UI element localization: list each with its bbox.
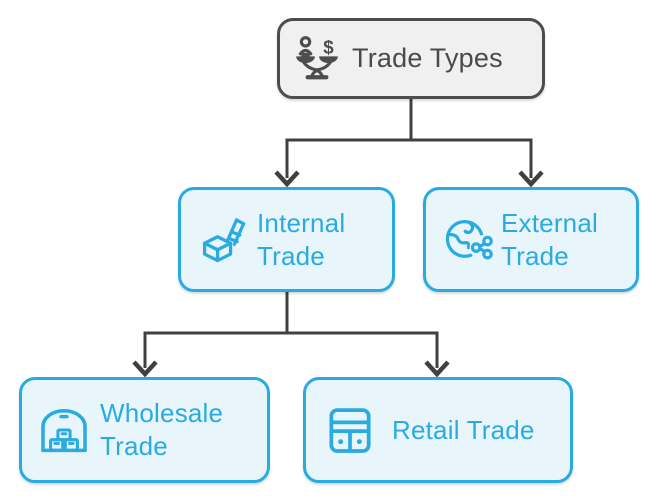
node-label: Internal Trade [257, 207, 346, 271]
node-label: Trade Types [352, 43, 503, 73]
svg-text:$: $ [323, 36, 334, 57]
edge-internal-branches [143, 331, 439, 368]
node-trade-types: $ Trade Types [277, 18, 545, 99]
warehouse-icon [36, 402, 92, 458]
arrowhead-external [518, 170, 544, 188]
node-label: Wholesale Trade [100, 398, 224, 461]
cash-register-icon [322, 402, 378, 458]
arrowhead-internal [274, 170, 300, 188]
node-wholesale-trade: Wholesale Trade [19, 377, 270, 483]
node-label: External Trade [501, 207, 598, 271]
arrowhead-wholesale [132, 360, 158, 378]
node-internal-trade: Internal Trade [178, 187, 395, 292]
globe-network-icon [442, 214, 494, 266]
node-retail-trade: Retail Trade [303, 377, 573, 483]
node-external-trade: External Trade [423, 187, 639, 292]
node-label: Retail Trade [392, 414, 535, 445]
balance-scale-icon: $ [292, 34, 342, 84]
edge-root-branches [285, 138, 533, 178]
arrowhead-retail [424, 360, 450, 378]
package-handtruck-icon [197, 214, 249, 266]
